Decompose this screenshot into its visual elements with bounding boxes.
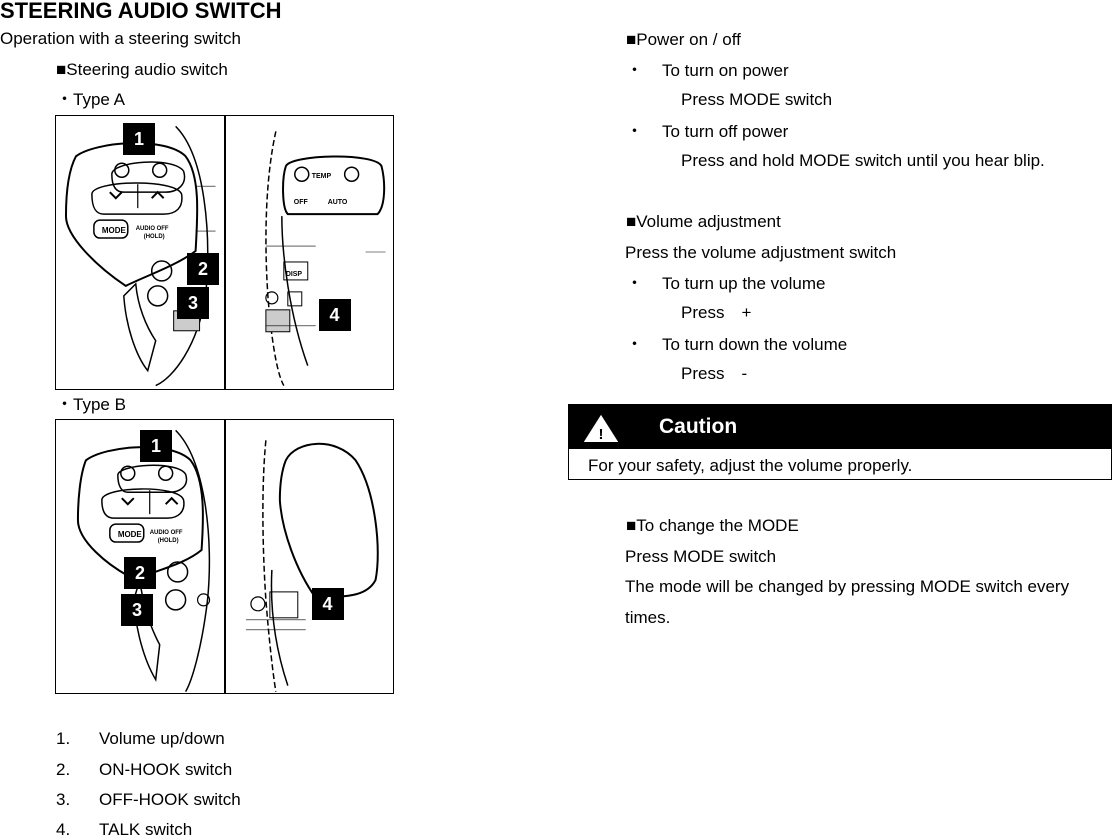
steering-switch-a-side-drawing: TEMP OFF AUTO DISP	[264, 131, 386, 386]
callout-1-type-b: 1	[140, 430, 172, 462]
callout-3-type-b: 3	[121, 594, 153, 626]
legend-number: 4.	[56, 820, 71, 839]
legend-text: Volume up/down	[99, 729, 225, 748]
hold-text-b: (HOLD)	[158, 538, 179, 544]
legend-number: 3.	[56, 790, 71, 809]
volume-down-action: Press -	[681, 364, 748, 383]
figure-b-side-view: 4	[223, 420, 394, 693]
mode-line-2: The mode will be changed by pressing MOD…	[625, 577, 1070, 596]
figure-b-front-view: MODE AUDIO OFF (HOLD) 1 2 3	[56, 420, 224, 693]
steering-switch-a-front-drawing: MODE AUDIO OFF (HOLD)	[64, 125, 216, 387]
figure-a-side-view: TEMP OFF AUTO DISP 4	[223, 116, 394, 389]
callout-1-type-a: 1	[123, 123, 155, 155]
disp-text-a: DISP	[285, 271, 302, 278]
audio-off-text-b: AUDIO OFF	[150, 530, 183, 536]
mode-line-1: Press MODE switch	[625, 547, 777, 566]
callout-4-type-b: 4	[311, 588, 344, 620]
callout-3-type-a: 3	[177, 287, 209, 319]
page-subtitle: Operation with a steering switch	[0, 29, 241, 48]
caution-header: ! Caution	[569, 405, 1111, 449]
bullet: ・	[626, 335, 643, 354]
legend-text: OFF-HOOK switch	[99, 790, 241, 809]
audio-off-text-a: AUDIO OFF	[136, 226, 169, 232]
callout-4-type-a: 4	[318, 299, 351, 331]
callout-2-type-b: 2	[124, 557, 156, 589]
mode-heading: ■To change the MODE	[626, 516, 799, 535]
figure-type-a: MODE AUDIO OFF (HOLD) 1 2 3 TEMP OFF AUT…	[55, 115, 394, 390]
volume-up-label: To turn up the volume	[662, 274, 826, 293]
caution-text: For your safety, adjust the volume prope…	[588, 456, 913, 475]
power-off-action: Press and hold MODE switch until you hea…	[681, 151, 1045, 170]
hold-text-a: (HOLD)	[144, 234, 165, 240]
legend-number: 1.	[56, 729, 71, 748]
warning-triangle-icon: !	[580, 411, 622, 444]
volume-up-action: Press +	[681, 303, 752, 322]
figure-type-b: MODE AUDIO OFF (HOLD) 1 2 3 4	[55, 419, 394, 694]
power-off-label: To turn off power	[662, 122, 789, 141]
volume-heading: ■Volume adjustment	[626, 212, 781, 231]
mode-line-3: times.	[625, 608, 671, 627]
power-on-label: To turn on power	[662, 61, 789, 80]
callout-2-type-a: 2	[187, 253, 219, 285]
power-heading: ■Power on / off	[626, 30, 741, 49]
mode-text-a: MODE	[102, 226, 126, 235]
type-a-label: ・Type A	[56, 90, 125, 109]
volume-down-label: To turn down the volume	[662, 335, 848, 354]
caution-title: Caution	[659, 415, 738, 438]
legend-text: TALK switch	[99, 820, 193, 839]
steering-switch-b-front-drawing: MODE AUDIO OFF (HOLD)	[76, 429, 211, 692]
volume-intro: Press the volume adjustment switch	[625, 243, 897, 262]
legend-number: 2.	[56, 760, 71, 779]
legend-text: ON-HOOK switch	[99, 760, 233, 779]
bullet: ・	[626, 274, 643, 293]
bullet: ・	[626, 61, 643, 80]
figure-a-front-view: MODE AUDIO OFF (HOLD) 1 2 3	[56, 116, 224, 389]
warning-glyph: !	[599, 426, 604, 443]
bullet: ・	[626, 122, 643, 141]
section-heading-steering: ■Steering audio switch	[56, 60, 228, 79]
steering-switch-b-side-drawing	[245, 440, 379, 692]
power-on-action: Press MODE switch	[681, 90, 833, 109]
temp-text-a: TEMP	[311, 173, 331, 180]
type-b-label: ・Type B	[56, 395, 126, 414]
mode-text-b: MODE	[118, 530, 142, 539]
page-title: STEERING AUDIO SWITCH	[0, 0, 282, 23]
caution-box: ! Caution For your safety, adjust the vo…	[568, 404, 1112, 480]
auto-text-a: AUTO	[327, 199, 347, 206]
off-text-a: OFF	[293, 199, 307, 206]
